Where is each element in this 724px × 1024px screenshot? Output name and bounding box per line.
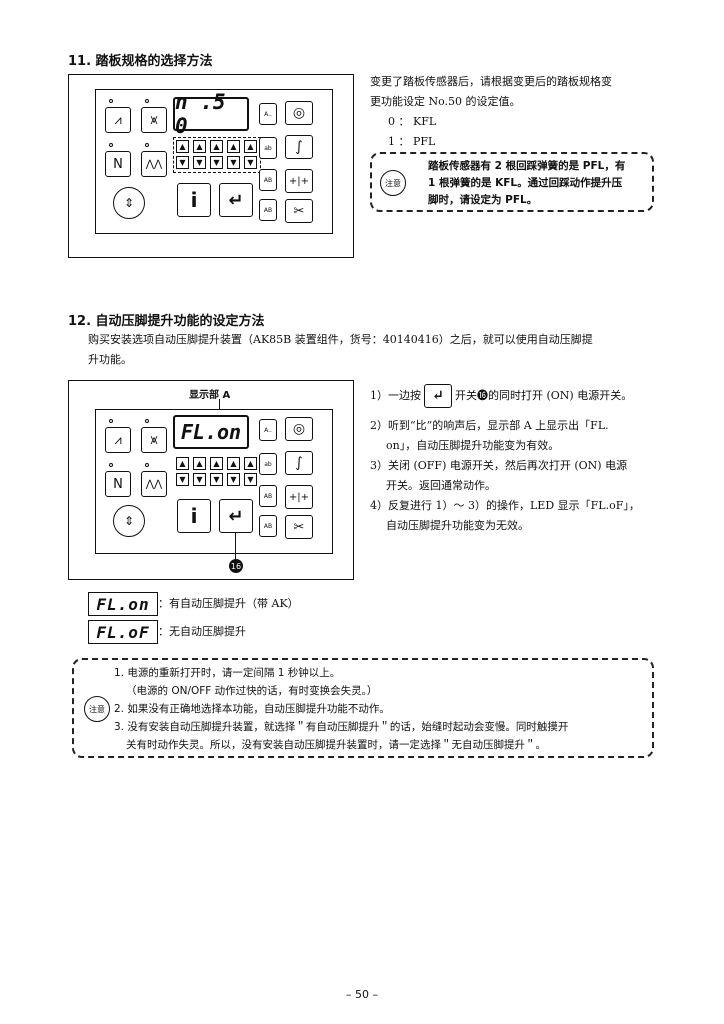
abcd-key[interactable]: AB [259, 485, 277, 507]
enter-key-inline-icon: ↵ [424, 384, 452, 408]
control-panel-figure-1: ⩘ ⩙ N ⋀⋀ ⇕ n .5 0 ▲ ▲ ▲ ▲ ▲ ▼ ▼ ▼ ▼ ▼ i … [68, 74, 354, 258]
enter-key[interactable]: ↵ [219, 183, 253, 217]
caution-box-11: 注意 踏板传感器有 2 根回踩弹簧的是 PFL，有 1 根弹簧的是 KFL。通过… [370, 152, 654, 212]
up-arrow-key-3[interactable]: ▲ [210, 457, 223, 470]
down-arrow-key-2[interactable]: ▼ [193, 473, 206, 486]
up-arrow-key-1[interactable]: ▲ [176, 457, 189, 470]
ab-small-key[interactable]: AB [259, 515, 277, 537]
caution-icon: 注意 [84, 696, 110, 722]
info-key[interactable]: i [177, 499, 211, 533]
legend-row-off: FL.oF ：无自动压脚提升 [88, 620, 246, 644]
thread-trim-key[interactable]: ✂ [285, 515, 313, 539]
abcd-key[interactable]: AB [259, 169, 277, 191]
control-panel-figure-2: 显示部 A ⩘ ⩙ N ⋀⋀ ⇕ FL.on ▲ ▲ ▲ ▲ ▲ ▼ ▼ ▼ ▼… [68, 380, 354, 580]
needle-key[interactable]: ⇕ [113, 505, 145, 537]
down-arrow-key-3[interactable]: ▼ [210, 473, 223, 486]
up-arrow-key-3[interactable]: ▲ [210, 140, 223, 153]
led-display-a: FL.on [173, 415, 249, 449]
count-key[interactable]: +|+ [285, 169, 313, 193]
pattern-key-1[interactable]: ⩘ [105, 107, 131, 133]
display-a-label: 显示部 A [189, 390, 231, 401]
up-arrow-key-2[interactable]: ▲ [193, 140, 206, 153]
pattern-key-3[interactable]: N [105, 151, 131, 177]
pattern-key-4[interactable]: ⋀⋀ [141, 151, 167, 177]
reverse-stitch-key[interactable]: A.. [259, 103, 277, 125]
section-12-steps: 1）一边按 ↵ 开关⓰的同时打开 (ON) 电源开关。 2）听到“比”的响声后，… [370, 384, 670, 536]
pattern-key-3[interactable]: N [105, 471, 131, 497]
pattern-key-4[interactable]: ⋀⋀ [141, 471, 167, 497]
down-arrow-key-1[interactable]: ▼ [176, 156, 189, 169]
down-arrow-key-2[interactable]: ▼ [193, 156, 206, 169]
legend-row-on: FL.on ：有自动压脚提升（带 AK） [88, 592, 299, 616]
curve-key[interactable]: ∫ [285, 451, 313, 475]
up-arrow-key-5[interactable]: ▲ [244, 140, 257, 153]
spiral-key[interactable]: ◎ [285, 101, 313, 125]
info-key[interactable]: i [177, 183, 211, 217]
enter-key[interactable]: ↵ [219, 499, 253, 533]
thread-trim-key[interactable]: ✂ [285, 199, 313, 223]
section-12-heading: 12. 自动压脚提升功能的设定方法 [68, 314, 265, 329]
caution-icon: 注意 [380, 170, 406, 196]
spiral-key[interactable]: ◎ [285, 417, 313, 441]
up-arrow-key-4[interactable]: ▲ [227, 457, 240, 470]
down-arrow-key-3[interactable]: ▼ [210, 156, 223, 169]
down-arrow-key-5[interactable]: ▼ [244, 156, 257, 169]
ab-key[interactable]: ab [259, 453, 277, 475]
pointer-16-marker: 16 [229, 559, 243, 573]
down-arrow-key-1[interactable]: ▼ [176, 473, 189, 486]
section-11-heading: 11. 踏板规格的选择方法 [68, 54, 213, 69]
section-12-intro: 购买安装选项自动压脚提升装置（AK85B 装置组件，货号：40140416）之后… [88, 333, 593, 366]
caution-box-12: 注意 1. 电源的重新打开时，请一定间隔 1 秒钟以上。 （电源的 ON/OFF… [72, 658, 654, 758]
needle-key[interactable]: ⇕ [113, 187, 145, 219]
down-arrow-key-5[interactable]: ▼ [244, 473, 257, 486]
led-display: n .5 0 [173, 90, 249, 138]
pattern-key-2[interactable]: ⩙ [141, 107, 167, 133]
page-number: – 50 – [346, 988, 378, 1001]
up-arrow-key-4[interactable]: ▲ [227, 140, 240, 153]
up-arrow-key-2[interactable]: ▲ [193, 457, 206, 470]
up-arrow-key-5[interactable]: ▲ [244, 457, 257, 470]
ab-small-key[interactable]: AB [259, 199, 277, 221]
section-11-description: 变更了踏板传感器后，请根据变更后的踏板规格变 更功能设定 No.50 的设定值。… [370, 75, 612, 148]
down-arrow-key-4[interactable]: ▼ [227, 156, 240, 169]
reverse-stitch-key[interactable]: A.. [259, 419, 277, 441]
ab-key[interactable]: ab [259, 137, 277, 159]
count-key[interactable]: +|+ [285, 485, 313, 509]
down-arrow-key-4[interactable]: ▼ [227, 473, 240, 486]
curve-key[interactable]: ∫ [285, 135, 313, 159]
pattern-key-2[interactable]: ⩙ [141, 427, 167, 453]
up-arrow-key-1[interactable]: ▲ [176, 140, 189, 153]
pattern-key-1[interactable]: ⩘ [105, 427, 131, 453]
